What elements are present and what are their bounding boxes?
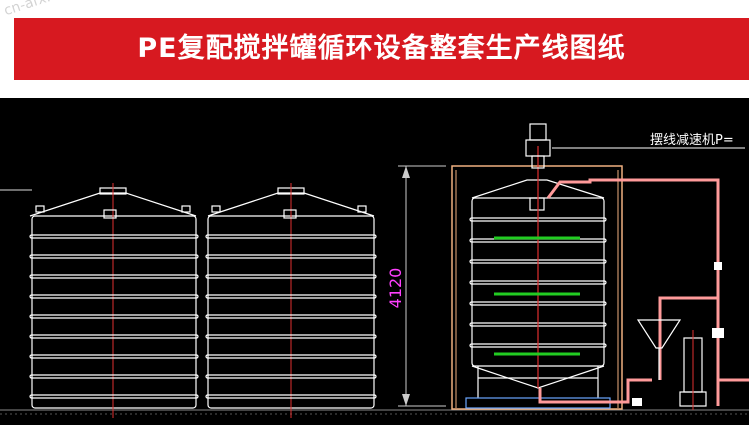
dimension-arrow-top	[402, 166, 410, 178]
return-pipe	[546, 178, 720, 406]
valves	[632, 262, 724, 406]
storage-tank-1	[29, 183, 199, 418]
valve-3	[632, 398, 642, 406]
reducer-coupling	[531, 155, 545, 169]
agitator-impellers	[494, 236, 580, 356]
tank-2-ring-6	[205, 334, 377, 339]
watermark-text: cn-afx.cn	[2, 0, 69, 20]
tank-1-ring-9	[29, 394, 199, 399]
tank-1-ring-3	[29, 274, 199, 279]
cycloid-reducer	[525, 123, 551, 169]
tank-1-body	[31, 215, 197, 409]
tank-1-nozzle	[103, 209, 117, 219]
page-title: PE复配搅拌罐循环设备整套生产线图纸	[137, 33, 626, 64]
valve-1	[714, 262, 722, 270]
tank-1-flange-right	[181, 205, 191, 213]
tank-1-ring-5	[29, 314, 199, 319]
reducer-label: 摆线减速机P=	[650, 133, 734, 148]
reducer-motor	[529, 123, 547, 141]
hopper-funnel	[636, 319, 682, 349]
tank-1-flange-left	[35, 205, 45, 213]
outlet-pipe	[538, 378, 652, 404]
dimension-arrow-bottom	[402, 394, 410, 406]
tank-2-flange-right	[357, 205, 367, 213]
tank-1-ring-2	[29, 254, 199, 259]
tank-2-ring-2	[205, 254, 377, 259]
tank-1-ring-8	[29, 374, 199, 379]
dimension-value: 4120	[386, 268, 405, 309]
tank-1-ring-4	[29, 294, 199, 299]
height-dimension: 4120	[386, 165, 446, 407]
tank-2-ring-3	[205, 274, 377, 279]
title-banner: PE复配搅拌罐循环设备整套生产线图纸 cn-afx.cn	[0, 0, 749, 98]
tank-1-ring-7	[29, 354, 199, 359]
mixing-tank-top-nozzle	[529, 197, 545, 211]
tank-2-flange-left	[211, 205, 221, 213]
tank-1-ring-6	[29, 334, 199, 339]
circulation-piping	[538, 178, 749, 406]
valve-2	[712, 328, 724, 338]
title-banner-background	[14, 18, 749, 80]
tank-2-ring-1	[205, 234, 377, 239]
tank-2-ring-4	[205, 294, 377, 299]
feed-hopper	[636, 319, 682, 380]
mixing-tank-cone-roof	[471, 179, 605, 199]
storage-tank-2	[205, 183, 377, 418]
support-frame-outline	[451, 165, 623, 410]
circulation-pump	[679, 330, 707, 410]
riser-pipe	[658, 296, 718, 380]
tank-2-ring-9	[205, 394, 377, 399]
tank-2-ring-7	[205, 354, 377, 359]
support-frame	[451, 165, 623, 410]
cad-drawing: 4120	[0, 123, 749, 418]
tank-2-ring-8	[205, 374, 377, 379]
tank-2-ring-5	[205, 314, 377, 319]
tank-2-nozzle	[283, 209, 297, 219]
tank-1-ring-1	[29, 234, 199, 239]
cad-drawing-area: 4120	[0, 98, 749, 425]
